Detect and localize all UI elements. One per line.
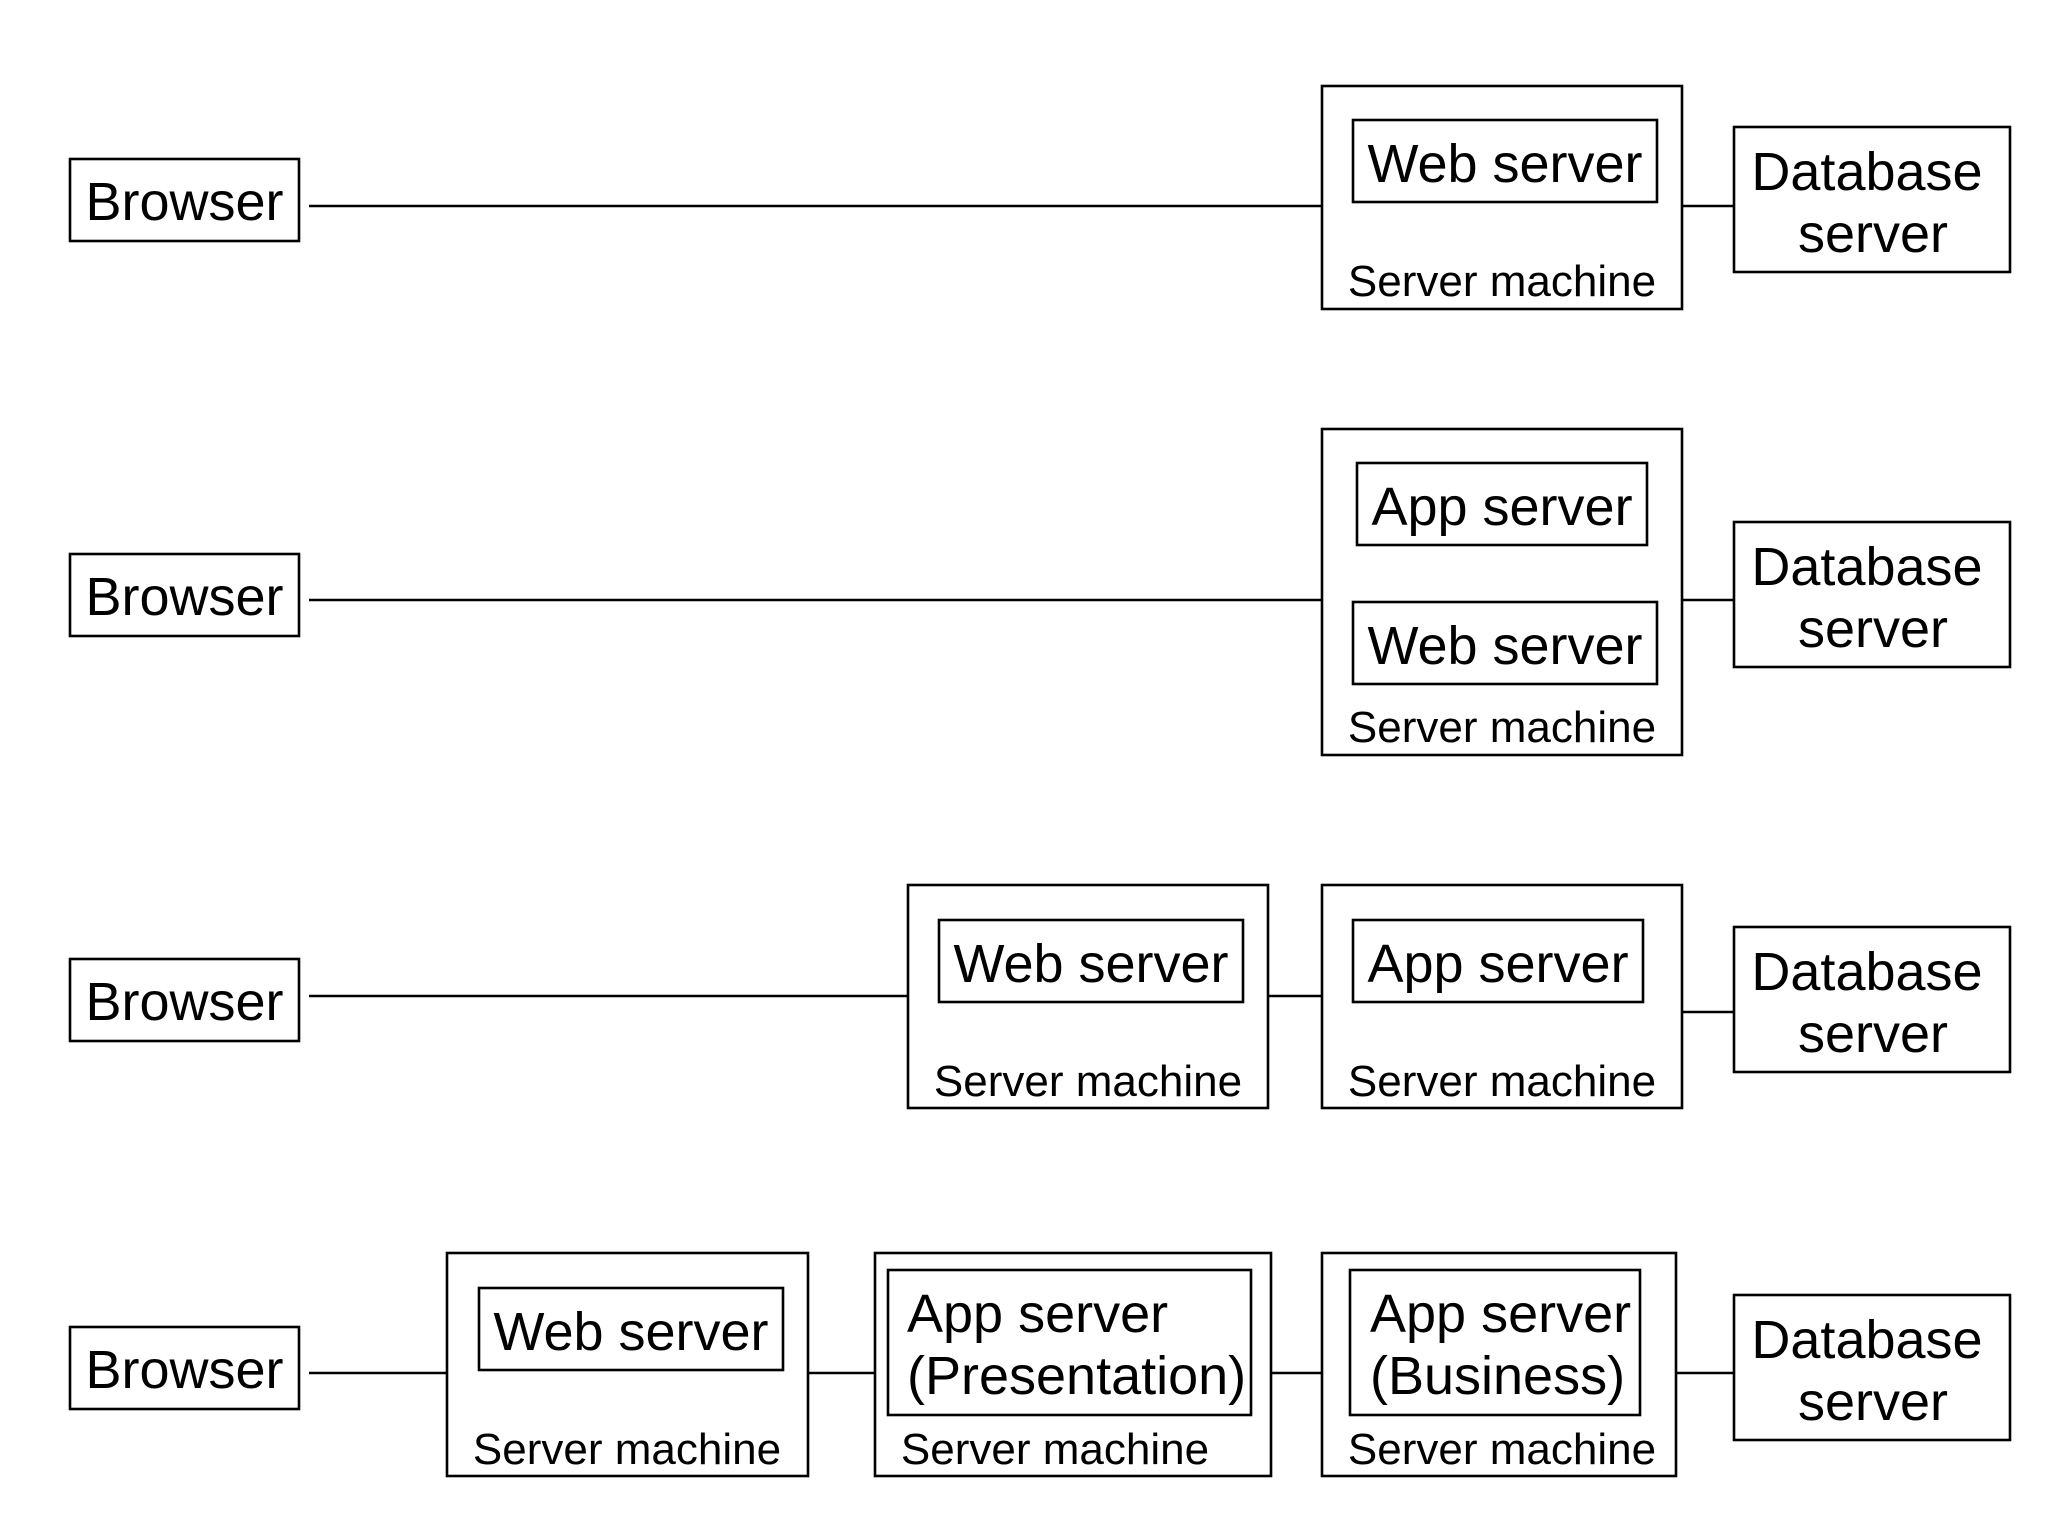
row-4: Browser Web server Server machine App se… — [68, 1251, 2012, 1478]
browser-box — [68, 552, 301, 638]
app-server-presentation-label-line-1: App server — [907, 1284, 1168, 1344]
app-server-presentation-box — [886, 1268, 1253, 1417]
web-server-label: Web server — [1367, 134, 1642, 194]
app-server-business-label-line-1: App server — [1370, 1284, 1631, 1344]
browser-box — [68, 1325, 301, 1411]
server-machine-label: Server machine — [934, 1057, 1242, 1106]
server-machine-label: Server machine — [1348, 1057, 1656, 1106]
browser-label: Browser — [85, 972, 283, 1032]
web-server-box — [477, 1286, 785, 1372]
browser-label: Browser — [85, 567, 283, 627]
row-3: Browser Web server Server machine App se… — [68, 883, 2012, 1110]
browser-box — [68, 157, 301, 243]
browser-box — [68, 957, 301, 1043]
web-server-label: Web server — [493, 1302, 768, 1362]
web-server-box — [1351, 118, 1659, 204]
app-server-box — [1355, 461, 1649, 547]
row-2: Browser App server Web server Server mac… — [68, 427, 2012, 757]
web-server-box — [1351, 600, 1659, 686]
app-server-label: App server — [1371, 477, 1632, 537]
database-server-box — [1732, 1293, 2012, 1442]
app-server-business-label-line-2: (Business) — [1370, 1346, 1625, 1406]
server-machine-label: Server machine — [473, 1425, 781, 1474]
app-server-presentation-label-line-2: (Presentation) — [907, 1346, 1246, 1406]
server-machine-label: Server machine — [1348, 257, 1656, 306]
database-label-line-1: Database — [1751, 142, 1982, 202]
app-server-label: App server — [1367, 934, 1628, 994]
database-label-line-1: Database — [1751, 1310, 1982, 1370]
database-server-box — [1732, 925, 2012, 1074]
database-label-line-2: server — [1798, 599, 1948, 659]
app-server-business-box — [1348, 1268, 1642, 1417]
database-label-line-2: server — [1798, 1004, 1948, 1064]
server-machine-label: Server machine — [1348, 1425, 1656, 1474]
database-server-box — [1732, 125, 2012, 274]
browser-label: Browser — [85, 1340, 283, 1400]
server-machine-label: Server machine — [1348, 703, 1656, 752]
web-server-label: Web server — [1367, 616, 1642, 676]
web-server-label: Web server — [953, 934, 1228, 994]
database-label-line-2: server — [1798, 1372, 1948, 1432]
database-label-line-1: Database — [1751, 537, 1982, 597]
database-label-line-1: Database — [1751, 942, 1982, 1002]
database-server-box — [1732, 520, 2012, 669]
app-server-box — [1351, 918, 1645, 1004]
server-machine-label: Server machine — [901, 1425, 1209, 1474]
browser-label: Browser — [85, 172, 283, 232]
row-1: Browser Web server Server machine Databa… — [68, 84, 2012, 311]
database-label-line-2: server — [1798, 204, 1948, 264]
web-server-box — [937, 918, 1245, 1004]
